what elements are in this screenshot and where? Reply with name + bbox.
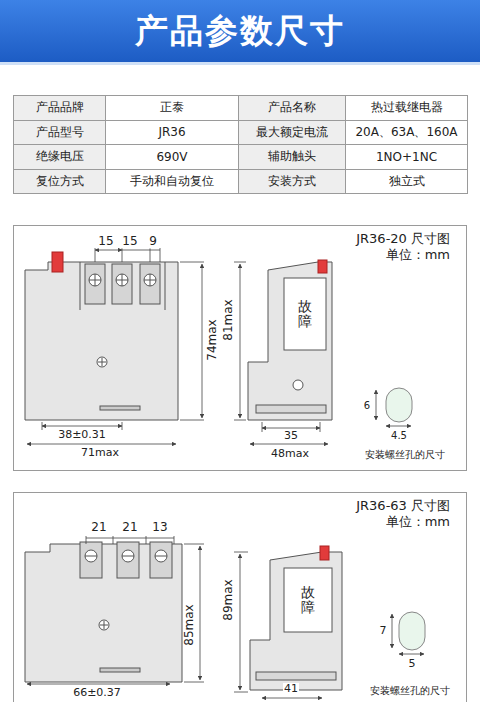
table-cell: 绝缘电压	[13, 144, 106, 170]
table-text: 1NO+1NC	[376, 150, 437, 164]
table-text: 产品型号	[36, 124, 84, 141]
side-view-63	[250, 546, 342, 690]
table-cell: 手动和自动复位	[105, 169, 239, 195]
dimension-text: 21	[90, 521, 107, 534]
dimension-lines	[27, 248, 411, 444]
dimension-text: 5	[408, 658, 417, 670]
table-text: 辅助触头	[268, 148, 316, 165]
side-view-20	[248, 260, 332, 420]
panel-title: JR36-63 尺寸图	[356, 499, 450, 513]
dimension-text: 15	[121, 235, 138, 248]
unit-note: 单位：mm	[386, 515, 450, 529]
dimension-text: 4.5	[390, 430, 408, 441]
dimension-text: 71max	[80, 447, 120, 459]
dimension-text: 89max	[222, 578, 235, 621]
dimension-text: 13	[151, 521, 168, 534]
table-cell: 产品型号	[13, 120, 106, 146]
dimension-text: 74max	[206, 318, 219, 361]
panel-title: JR36-20 尺寸图	[356, 232, 450, 246]
table-cell: 独立式	[345, 169, 468, 195]
table-cell: 20A、63A、160A	[345, 120, 468, 146]
table-text: 产品品牌	[36, 99, 84, 116]
dimension-lines-63	[27, 536, 424, 698]
front-view-20	[25, 252, 178, 420]
table-text: 产品名称	[268, 99, 316, 116]
unit-note: 单位：mm	[386, 248, 450, 262]
table-cell: 最大额定电流	[238, 120, 346, 146]
page-title: 产品参数尺寸	[135, 13, 345, 49]
table-text: 安装方式	[268, 173, 316, 190]
dimension-text: 48max	[270, 448, 310, 460]
table-cell: 产品名称	[238, 95, 346, 121]
table-text: 690V	[156, 150, 187, 164]
table-text: JR36	[158, 125, 185, 139]
table-text: 复位方式	[36, 173, 84, 190]
dimension-text: 6	[363, 400, 371, 411]
table-cell: 1NO+1NC	[345, 144, 468, 170]
table-text: 绝缘电压	[36, 148, 84, 165]
table-cell: 正泰	[105, 95, 239, 121]
table-text: 20A、63A、160A	[355, 124, 457, 141]
table-text: 热过载继电器	[371, 99, 443, 116]
dimension-text: 9	[148, 235, 158, 248]
header-bar	[0, 0, 480, 62]
dimension-text: 81max	[222, 298, 235, 341]
fault-label: 故障	[297, 299, 313, 330]
table-cell: 辅助触头	[238, 144, 346, 170]
dimension-text: 15	[97, 235, 114, 248]
dimension-text: 66±0.37	[72, 687, 122, 699]
table-text: 手动和自动复位	[130, 173, 214, 190]
dimension-text: 41	[283, 683, 299, 695]
dimension-text: 7	[379, 625, 388, 637]
screw-hole-63	[399, 612, 425, 650]
dimension-text: 85max	[183, 603, 196, 646]
front-view-63	[25, 542, 182, 682]
table-text: 正泰	[160, 99, 184, 116]
dimension-text: 35	[283, 430, 299, 442]
dimension-text: 21	[121, 521, 138, 534]
table-cell: 热过载继电器	[345, 95, 468, 121]
hole-note: 安装螺丝孔的尺寸	[369, 685, 451, 696]
table-cell: 安装方式	[238, 169, 346, 195]
screw-hole-20	[386, 388, 412, 422]
drawing-panel: JR36-63 尺寸图单位：mm	[13, 492, 467, 702]
hole-note: 安装螺丝孔的尺寸	[364, 449, 446, 460]
fault-label: 故障	[300, 585, 316, 616]
dimension-text: 38±0.31	[57, 429, 107, 441]
table-cell: JR36	[105, 120, 239, 146]
table-cell: 产品品牌	[13, 95, 106, 121]
table-text: 最大额定电流	[256, 124, 328, 141]
table-cell: 复位方式	[13, 169, 106, 195]
table-cell: 690V	[105, 144, 239, 170]
header-strip	[0, 62, 480, 65]
table-text: 独立式	[389, 173, 425, 190]
